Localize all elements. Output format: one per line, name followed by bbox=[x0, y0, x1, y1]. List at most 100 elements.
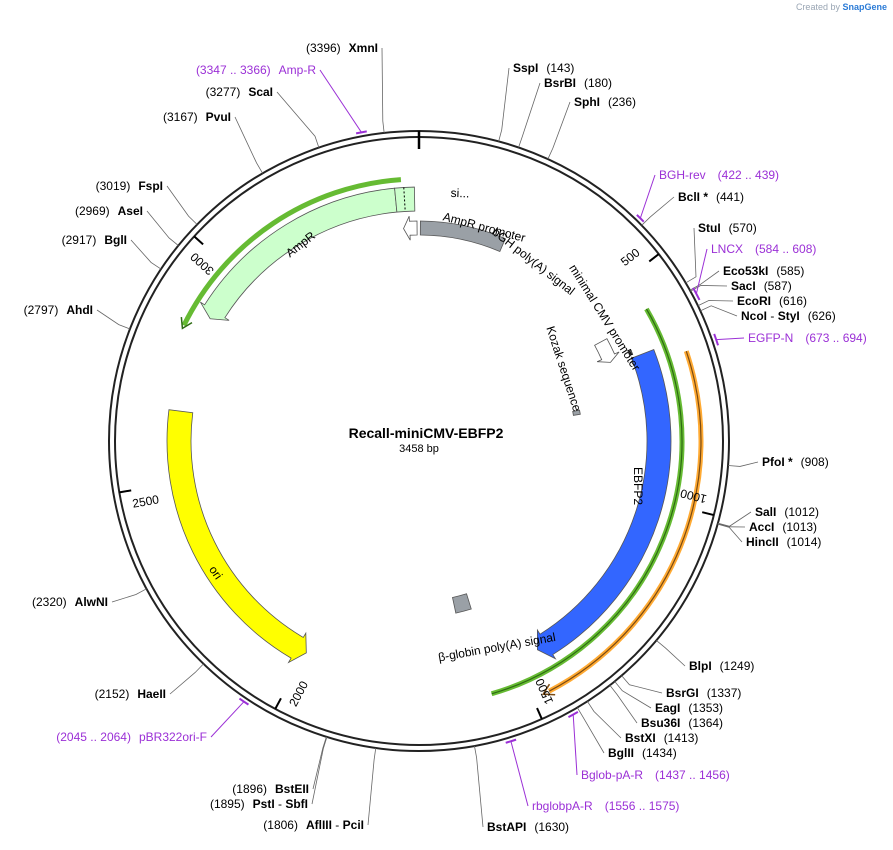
site-name: PstI bbox=[253, 797, 275, 811]
tick-label: 1000 bbox=[679, 486, 709, 506]
site-leader bbox=[547, 101, 571, 160]
site-label: Bsu36I(1364) bbox=[641, 716, 723, 730]
site-position: (1364) bbox=[688, 716, 723, 730]
ebfp2-hatch bbox=[628, 351, 633, 354]
site-leader bbox=[621, 675, 663, 694]
restriction-site[interactable]: EcoRI(616) bbox=[737, 294, 807, 308]
site-position: (180) bbox=[584, 76, 612, 90]
restriction-site[interactable]: BsrBI(180) bbox=[544, 76, 612, 90]
primer-leader bbox=[572, 714, 578, 776]
restriction-site[interactable]: Bsu36I(1364) bbox=[641, 716, 723, 730]
restriction-site[interactable]: (2797)AhdI bbox=[24, 303, 93, 317]
site-name: AccI bbox=[749, 520, 774, 534]
site-label: (1806)AflIII - PciI bbox=[263, 818, 364, 832]
site-label: EagI(1353) bbox=[655, 701, 723, 715]
site-label: (2320)AlwNI bbox=[32, 595, 108, 609]
restriction-site[interactable]: (1806)AflIII - PciI bbox=[263, 818, 364, 832]
primer[interactable]: (3347 .. 3366)Amp-R bbox=[196, 63, 316, 77]
restriction-site[interactable]: EagI(1353) bbox=[655, 701, 723, 715]
site-label: SacI(587) bbox=[731, 279, 792, 293]
site-name: ScaI bbox=[248, 85, 273, 99]
site-leader bbox=[717, 523, 743, 543]
site-leader bbox=[130, 239, 162, 270]
primer-mark bbox=[355, 130, 367, 135]
ampr-promoter-feature[interactable] bbox=[403, 216, 418, 241]
site-label: (2917)BglI bbox=[62, 233, 127, 247]
ebfp2-feature[interactable] bbox=[536, 348, 672, 660]
primer[interactable]: BGH-rev(422 .. 439) bbox=[659, 168, 779, 182]
restriction-site[interactable]: BsrGI(1337) bbox=[666, 686, 741, 700]
site-position: (1014) bbox=[787, 535, 822, 549]
site-position: (3277) bbox=[206, 85, 241, 99]
site-leader bbox=[311, 736, 328, 805]
site-leader bbox=[689, 270, 720, 291]
site-label: HincII(1014) bbox=[746, 535, 821, 549]
plasmid-length: 3458 bp bbox=[399, 443, 439, 455]
primer-label: (3347 .. 3366)Amp-R bbox=[196, 63, 316, 77]
ori-feature[interactable] bbox=[166, 409, 307, 664]
restriction-site[interactable]: (2152)HaeII bbox=[95, 687, 166, 701]
site-leader bbox=[111, 588, 147, 603]
site-position: (2797) bbox=[24, 303, 59, 317]
site-position: (587) bbox=[764, 279, 792, 293]
restriction-site[interactable]: SspI(143) bbox=[513, 61, 574, 75]
restriction-site[interactable]: AccI(1013) bbox=[749, 520, 817, 534]
restriction-site[interactable]: SphI(236) bbox=[574, 95, 636, 109]
restriction-site[interactable]: (3167)PvuI bbox=[163, 110, 231, 124]
site-position: (3396) bbox=[306, 41, 341, 55]
restriction-site[interactable]: BlpI(1249) bbox=[689, 659, 754, 673]
restriction-site[interactable]: PfoI *(908) bbox=[762, 455, 829, 469]
ampr-feature[interactable] bbox=[200, 187, 398, 321]
site-position: (441) bbox=[716, 190, 744, 204]
restriction-site[interactable]: (3396)XmnI bbox=[306, 41, 378, 55]
primer[interactable]: (2045 .. 2064)pBR322ori-F bbox=[56, 730, 207, 744]
restriction-site[interactable]: BclI *(441) bbox=[678, 190, 744, 204]
tick-mark bbox=[701, 511, 715, 517]
primer-mark bbox=[713, 333, 720, 346]
restriction-site[interactable]: Eco53kI(585) bbox=[723, 264, 804, 278]
site-position: (1895) bbox=[210, 797, 245, 811]
site-position: (1249) bbox=[720, 659, 755, 673]
primer[interactable]: EGFP-N(673 .. 694) bbox=[748, 331, 867, 345]
site-position: (2152) bbox=[95, 687, 130, 701]
restriction-site[interactable]: BstXI(1413) bbox=[625, 731, 698, 745]
restriction-site[interactable]: SalI(1012) bbox=[755, 505, 819, 519]
minimal-cmv-promoter-feature[interactable] bbox=[594, 338, 620, 363]
bgh-polya-feature[interactable] bbox=[419, 220, 506, 253]
restriction-site[interactable]: HincII(1014) bbox=[746, 535, 821, 549]
site-name: BstXI bbox=[625, 731, 656, 745]
primer-range: (1556 .. 1575) bbox=[605, 799, 680, 813]
tick-mark bbox=[648, 253, 660, 263]
site-label: NcoI - StyI(626) bbox=[741, 309, 836, 323]
restriction-site[interactable]: (1896)BstEII bbox=[232, 782, 309, 796]
restriction-site[interactable]: (2320)AlwNI bbox=[32, 595, 108, 609]
restriction-site[interactable]: StuI(570) bbox=[698, 221, 757, 235]
restriction-site[interactable]: NcoI - StyI(626) bbox=[741, 309, 836, 323]
primer[interactable]: LNCX(584 .. 608) bbox=[711, 242, 816, 256]
restriction-site[interactable]: SacI(587) bbox=[731, 279, 792, 293]
restriction-site[interactable]: (2969)AseI bbox=[75, 204, 143, 218]
primer-range: (1437 .. 1456) bbox=[655, 768, 730, 782]
beta-globin-polya-feature[interactable] bbox=[451, 593, 472, 614]
restriction-site[interactable]: BglII(1434) bbox=[608, 746, 677, 760]
primer-range: (673 .. 694) bbox=[805, 331, 866, 345]
restriction-site[interactable]: (3019)FspI bbox=[96, 179, 163, 193]
tick-label: 3000 bbox=[187, 249, 216, 278]
orf-arrowhead bbox=[541, 683, 556, 696]
tick-mark bbox=[119, 489, 132, 494]
site-label: StuI(570) bbox=[698, 221, 757, 235]
primer[interactable]: Bglob-pA-R(1437 .. 1456) bbox=[581, 768, 730, 782]
restriction-site[interactable]: (1895)PstI - SbfI bbox=[210, 797, 308, 811]
site-name: EcoRI bbox=[737, 294, 771, 308]
restriction-site[interactable]: (2917)BglI bbox=[62, 233, 127, 247]
site-label: SalI(1012) bbox=[755, 505, 819, 519]
restriction-site[interactable]: BstAPI(1630) bbox=[487, 820, 569, 834]
site-leader bbox=[656, 640, 686, 667]
site-position: (1896) bbox=[232, 782, 267, 796]
primer-leader bbox=[510, 741, 529, 807]
site-leader bbox=[234, 116, 263, 174]
primer[interactable]: rbglobpA-R(1556 .. 1575) bbox=[532, 799, 679, 813]
restriction-site[interactable]: (3277) ScaI bbox=[206, 85, 273, 99]
kozak-sequence-feature[interactable] bbox=[572, 409, 581, 416]
primer-mark bbox=[567, 710, 579, 719]
